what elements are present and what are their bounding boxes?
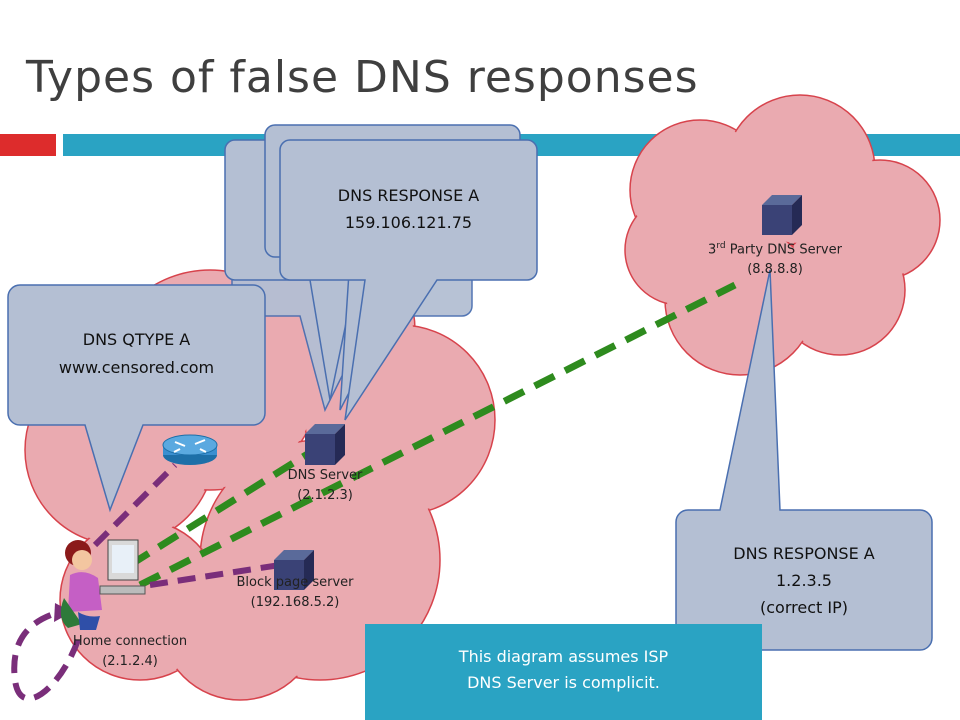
third-party-rest: Party DNS Server [725,242,842,258]
note-line-1: This diagram assumes ISP [458,647,669,666]
block-page-ip: (192.168.5.2) [250,595,340,610]
block-page-name: Block page server [236,575,354,590]
block-page-label: Block page server (192.168.5.2) [210,573,380,613]
slide-title: Types of false DNS responses [26,52,699,103]
third-party-sup: rd [716,241,726,251]
isp-dns-server-icon [305,424,345,465]
isp-dns-name: DNS Server [287,468,363,483]
query-callout [7,284,266,513]
router-icon [162,434,218,465]
home-user-icon [60,539,146,630]
false-response-callout-stack [224,124,538,421]
correct-response-text: DNS RESPONSE A 1.2.3.5 (correct IP) [676,540,932,621]
isp-dns-ip: (2.1.2.3) [297,488,353,503]
correct-response-note: (correct IP) [760,598,848,617]
third-party-prefix: 3 [708,242,717,258]
home-connection-ip: (2.1.2.4) [102,654,158,669]
isp-dns-label: DNS Server (2.1.2.3) [260,466,390,506]
assumption-note: This diagram assumes ISP DNS Server is c… [365,624,762,720]
third-party-dns-ip: (8.8.8.8) [747,262,803,278]
correct-response-callout [675,269,933,651]
correct-response-type: DNS RESPONSE A [733,544,875,563]
false-response-type: DNS RESPONSE A [337,186,480,205]
query-domain: www.censored.com [58,358,215,377]
query-callout-text: DNS QTYPE A www.censored.com [20,326,253,382]
note-line-2: DNS Server is complicit. [467,673,660,692]
third-party-dns-server-icon [762,195,802,235]
purple-dashed-links [11,462,281,702]
correct-response-ip: 1.2.3.5 [776,571,832,590]
home-connection-name: Home connection [72,634,188,649]
query-type: DNS QTYPE A [82,330,191,349]
false-response-ip: 159.106.121.75 [344,213,473,232]
accent-bar-red [0,134,56,156]
green-dashed-links [128,281,737,589]
false-response-text: DNS RESPONSE A 159.106.121.75 [290,182,527,236]
third-party-dns-label: 3rd Party DNS Server (8.8.8.8) [680,236,870,280]
block-page-server-icon [274,550,314,590]
home-connection-label: Home connection (2.1.2.4) [60,632,200,672]
